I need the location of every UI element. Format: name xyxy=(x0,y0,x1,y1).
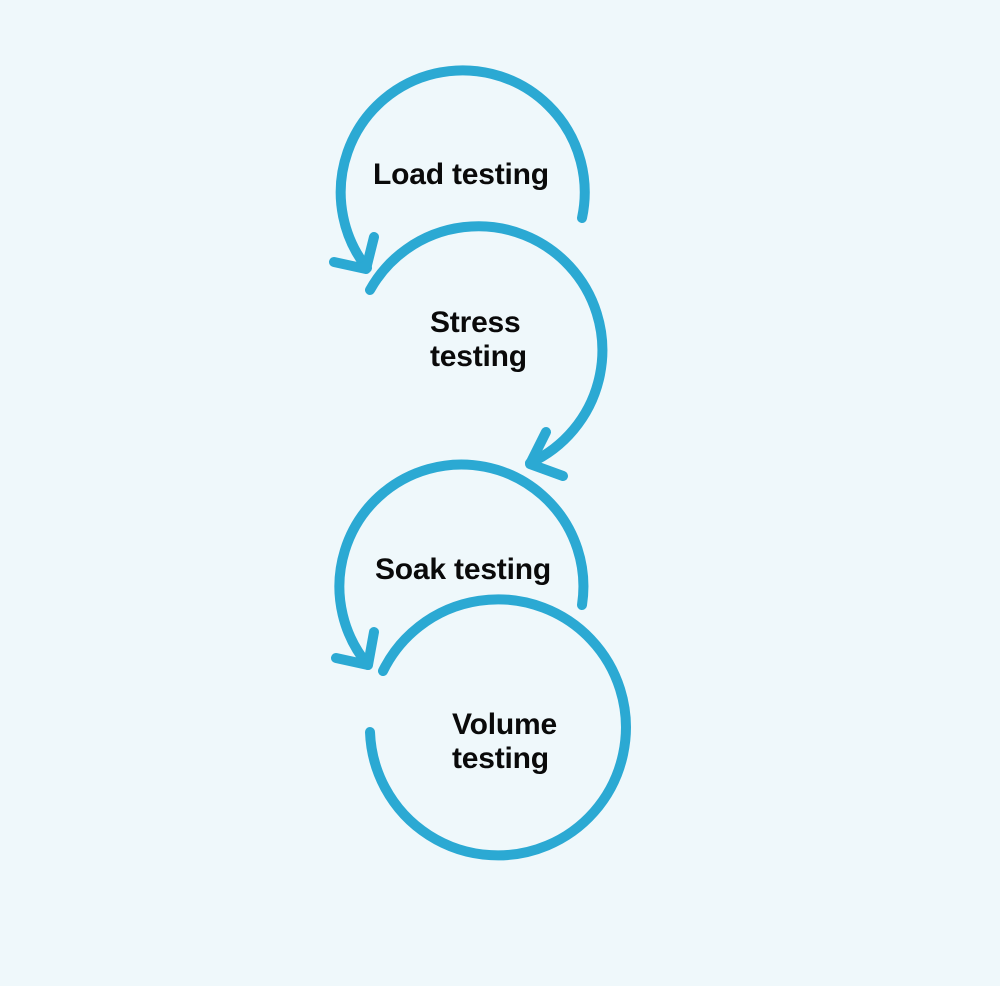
step-label-volume-testing: Volume testing xyxy=(452,708,557,776)
step-label-soak-testing: Soak testing xyxy=(375,553,551,587)
step-label-text: Load testing xyxy=(373,158,549,191)
step-label-stress-testing: Stress testing xyxy=(430,306,527,374)
loop-arc-load-testing xyxy=(335,65,590,273)
step-label-text: Soak testing xyxy=(375,553,551,586)
loop-arc-stress-testing xyxy=(365,221,608,468)
step-label-load-testing: Load testing xyxy=(373,158,549,192)
arrow-stress-to-soak-icon xyxy=(525,427,568,481)
loop-arc-volume-testing xyxy=(365,594,631,861)
loop-arc-soak-testing xyxy=(334,459,589,670)
step-label-text: Stress xyxy=(430,306,521,339)
arrow-soak-to-volume-icon xyxy=(331,627,379,670)
step-label-text: testing xyxy=(452,742,549,775)
step-label-text: Volume xyxy=(452,708,557,741)
arrow-load-to-stress-icon xyxy=(329,232,379,274)
step-label-text: testing xyxy=(430,340,527,373)
